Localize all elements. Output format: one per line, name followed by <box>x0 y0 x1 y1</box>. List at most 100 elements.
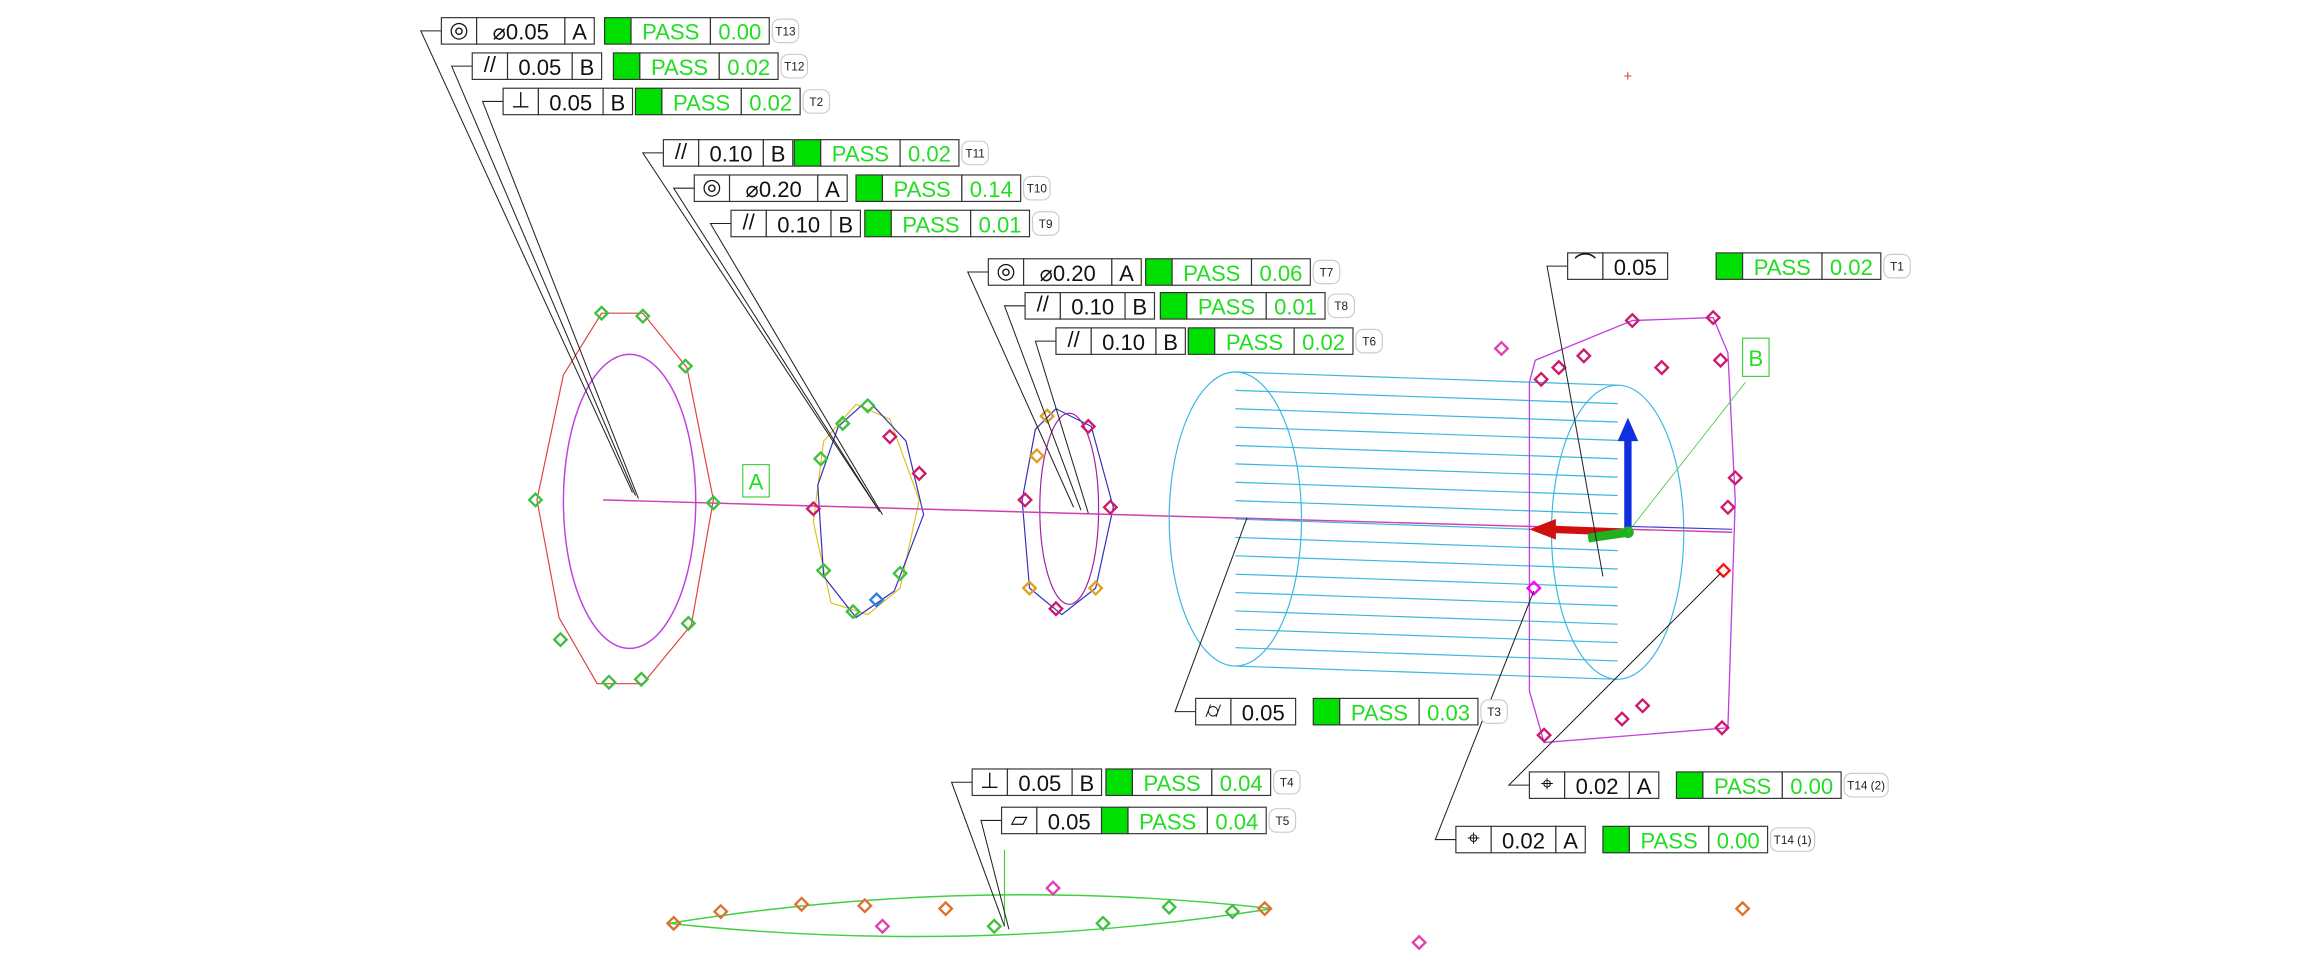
tag-label: T14 (1) <box>1774 834 1812 847</box>
position-icon: ⌖ <box>1467 825 1479 850</box>
measured-value: 0.00 <box>1717 828 1760 853</box>
status-indicator <box>1105 768 1134 797</box>
feature-plane-right <box>1528 316 1736 744</box>
measured-value: 0.03 <box>1427 700 1470 725</box>
measured-point-marker <box>1705 309 1722 326</box>
measured-point-marker <box>1411 934 1428 951</box>
tag-label: T10 <box>1027 183 1048 196</box>
leader-line <box>1546 265 1604 577</box>
status-text: PASS <box>1714 774 1771 799</box>
measured-point-marker <box>1080 418 1097 435</box>
feature-control-frame-t5[interactable]: ▱0.05 <box>1000 806 1103 834</box>
measured-point-marker <box>552 631 569 648</box>
measured-value: 0.01 <box>979 212 1022 237</box>
status-text: PASS <box>1226 330 1283 355</box>
measured-point-marker <box>1533 371 1550 388</box>
measured-point-marker <box>601 674 617 691</box>
status-text: PASS <box>1351 700 1408 725</box>
tolerance-value: 0.02 <box>1502 828 1545 853</box>
datum-label-a: A <box>742 464 770 498</box>
status-text: PASS <box>1139 809 1196 834</box>
measured-point-marker <box>805 500 822 517</box>
measured-point-marker <box>1712 352 1729 369</box>
measured-point-marker <box>834 415 851 432</box>
measured-value: 0.00 <box>1790 774 1833 799</box>
measured-point-marker <box>1714 719 1730 736</box>
datum-reference: B <box>771 142 786 167</box>
tag-label: T14 (2) <box>1847 780 1885 793</box>
measured-point-marker <box>874 918 891 935</box>
status-indicator <box>1312 697 1341 726</box>
tolerance-value: 0.05 <box>1242 700 1285 725</box>
status-indicator <box>855 174 884 203</box>
measured-point-marker <box>633 671 650 688</box>
tolerance-value: ⌀0.20 <box>746 177 802 202</box>
status-text: PASS <box>1183 261 1240 286</box>
datum-reference: A <box>1119 261 1134 286</box>
tag-label: T9 <box>1039 218 1053 231</box>
datum-reference: B <box>1132 295 1147 320</box>
measured-point-marker <box>1727 469 1744 486</box>
datum-reference: B <box>1163 330 1178 355</box>
feature-control-frame-t1[interactable]: ⌒0.05 <box>1567 252 1669 280</box>
measured-point-marker <box>1048 600 1064 617</box>
feature-control-frame-t3[interactable]: ⌭0.05 <box>1195 698 1297 726</box>
profile-of-line-icon: ⌒ <box>1574 252 1596 277</box>
tag-label: T2 <box>809 96 823 109</box>
measured-value: 0.02 <box>749 90 792 115</box>
status-text: PASS <box>642 20 699 45</box>
status-text: PASS <box>1144 771 1201 796</box>
measured-value: 0.04 <box>1215 809 1258 834</box>
datum-reference: A <box>825 177 840 202</box>
position-icon: ⌖ <box>1541 771 1553 796</box>
leader-line <box>980 819 1010 930</box>
tag-label: T5 <box>1276 815 1290 828</box>
tolerance-value: 0.10 <box>777 212 820 237</box>
leader-line <box>966 271 1075 508</box>
measured-value: 0.02 <box>908 142 951 167</box>
leader-line <box>1434 590 1535 841</box>
leader-line <box>672 187 880 512</box>
tag-label: T12 <box>784 61 804 74</box>
measured-value: 0.00 <box>718 20 761 45</box>
measured-point-marker <box>1102 499 1119 516</box>
measured-point-marker <box>705 494 722 511</box>
measured-point-marker <box>845 603 861 620</box>
measured-point-marker <box>793 896 810 913</box>
parallelism-icon: // <box>675 139 688 164</box>
measured-point-marker <box>1224 903 1241 920</box>
status-indicator <box>1145 258 1173 286</box>
status-indicator <box>1675 771 1704 799</box>
measured-point-marker <box>1021 580 1038 597</box>
leader-line <box>419 30 633 493</box>
datum-reference: B <box>580 55 595 80</box>
status-indicator <box>1100 806 1129 835</box>
measured-value: 0.04 <box>1220 771 1263 796</box>
result-t14-2: PASS 0.00 T14 (2) <box>1675 771 1889 799</box>
measured-point-marker <box>1256 900 1273 917</box>
perpendicularity-icon: ⊥ <box>980 768 999 793</box>
tolerance-value: 0.10 <box>1102 330 1145 355</box>
measured-point-marker <box>1550 359 1567 376</box>
tag-label: T3 <box>1487 706 1501 719</box>
tolerance-value: 0.05 <box>518 55 561 80</box>
measured-value: 0.02 <box>1302 330 1345 355</box>
measured-point-marker <box>1087 580 1104 597</box>
